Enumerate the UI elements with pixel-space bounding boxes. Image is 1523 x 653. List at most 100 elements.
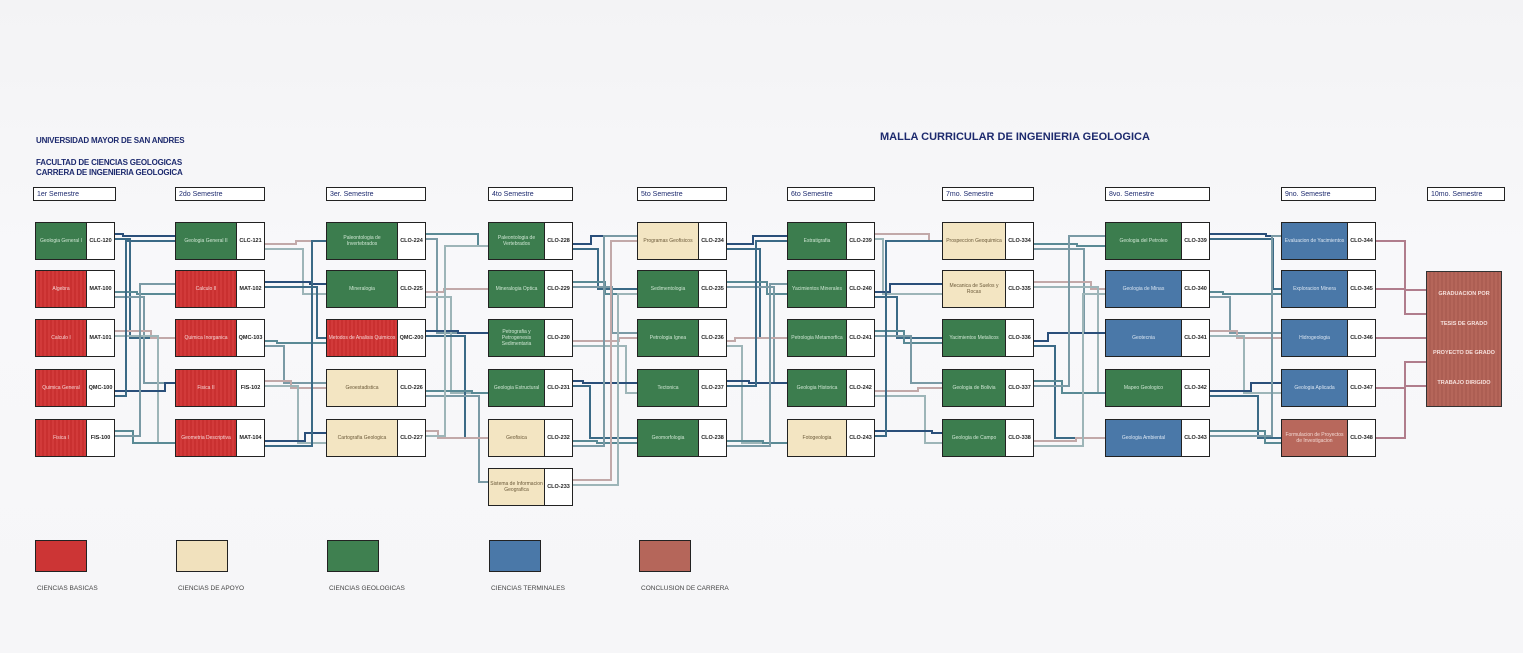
prerequisite-line (573, 385, 637, 439)
course-name: Mineralogia Optica (489, 271, 544, 307)
course-code: CLC-121 (236, 223, 264, 259)
prerequisite-line (727, 235, 787, 245)
prerequisite-line (426, 296, 488, 394)
course-code: CLO-236 (698, 320, 726, 356)
course-code: CLO-346 (1347, 320, 1375, 356)
prerequisite-line (265, 380, 326, 389)
course-name: Sedimentologia (638, 271, 698, 307)
prerequisite-line (1376, 288, 1426, 315)
prerequisite-line (1210, 296, 1281, 334)
legend-swatch (35, 540, 87, 572)
course-name: Prospeccion Geoquimica (943, 223, 1005, 259)
prerequisite-line (115, 233, 175, 237)
prerequisite-line (1034, 437, 1105, 442)
prerequisite-line (727, 283, 787, 447)
course-name: Sistema de Informacion Geografica (489, 469, 544, 505)
course-code: CLO-228 (544, 223, 572, 259)
course-name: Quimica Inorganica (176, 320, 236, 356)
course-name: Calculo I (36, 320, 86, 356)
course-name: Fisica II (176, 370, 236, 406)
course-code: CLO-237 (698, 370, 726, 406)
course-code: CLO-337 (1005, 370, 1033, 406)
prerequisite-line (727, 380, 787, 384)
graduation-line-1: GRADUACION POR (1438, 291, 1490, 298)
course-code: MAT-100 (86, 271, 114, 307)
course-name: Paleontologia de Vertebrados (489, 223, 544, 259)
prerequisite-line (875, 240, 942, 437)
course-name: Yacimientos Metalicos (943, 320, 1005, 356)
course-name: Geofisica (489, 420, 544, 456)
course-name: Geologia del Petroleo (1106, 223, 1181, 259)
semester-header-8: 8vo. Semestre (1105, 187, 1210, 201)
course-name: Mineralogia (327, 271, 397, 307)
prerequisite-line (1376, 385, 1426, 439)
prerequisite-line (1210, 395, 1281, 439)
course-code: CLO-340 (1181, 271, 1209, 307)
course-name: Exploracion Minera (1282, 271, 1347, 307)
course-code: CLO-343 (1181, 420, 1209, 456)
course-name: Fotogeologia (788, 420, 846, 456)
course-code: CLO-239 (846, 223, 874, 259)
course-code: QMC-100 (86, 370, 114, 406)
prerequisite-line (115, 240, 175, 397)
prerequisite-line (573, 248, 637, 290)
prerequisite-line (115, 283, 175, 437)
prerequisite-line (426, 390, 488, 394)
course-code: CLO-224 (397, 223, 425, 259)
course-code: MAT-102 (236, 271, 264, 307)
course-name: Mapeo Geologico (1106, 370, 1181, 406)
legend-label: CIENCIAS TERMINALES (491, 585, 565, 592)
course-code: CLO-241 (846, 320, 874, 356)
prerequisite-line (265, 340, 326, 344)
course-code: QMC-200 (397, 320, 425, 356)
course-code: CLO-229 (544, 271, 572, 307)
course-name: Geologia Estructural (489, 370, 544, 406)
prerequisite-line (1034, 243, 1105, 247)
legend-label: CIENCIAS GEOLOGICAS (329, 585, 405, 592)
course-name: Geomorfologia (638, 420, 698, 456)
page-title: MALLA CURRICULAR DE INGENIERIA GEOLOGICA (880, 131, 1150, 143)
course-name: Estratigrafia (788, 223, 846, 259)
prerequisite-line (573, 293, 637, 486)
course-code: CLO-225 (397, 271, 425, 307)
course-code: CLO-230 (544, 320, 572, 356)
prerequisite-line (875, 283, 942, 293)
prerequisite-line (265, 240, 326, 447)
prerequisite-line (875, 395, 942, 444)
legend-swatch (327, 540, 379, 572)
course-name: Geoestadistica (327, 370, 397, 406)
course-name: Cartografia Geologica (327, 420, 397, 456)
course-code: CLC-120 (86, 223, 114, 259)
course-name: Geologia General I (36, 223, 86, 259)
course-name: Calculo II (176, 271, 236, 307)
prerequisite-line (1210, 238, 1281, 290)
course-code: CLO-235 (698, 271, 726, 307)
semester-header-3: 3er. Semestre (326, 187, 426, 201)
semester-header-4: 4to Semestre (488, 187, 573, 201)
course-name: Geologia de Bolivia (943, 370, 1005, 406)
legend-swatch (176, 540, 228, 572)
course-code: CLO-342 (1181, 370, 1209, 406)
course-name: Geotecnia (1106, 320, 1181, 356)
course-name: Petrologia Ignea (638, 320, 698, 356)
course-code: QMC-103 (236, 320, 264, 356)
course-name: Paleontologia de Invertebrados (327, 223, 397, 259)
faculty-name: FACULTAD DE CIENCIAS GEOLOGICAS (36, 158, 182, 167)
